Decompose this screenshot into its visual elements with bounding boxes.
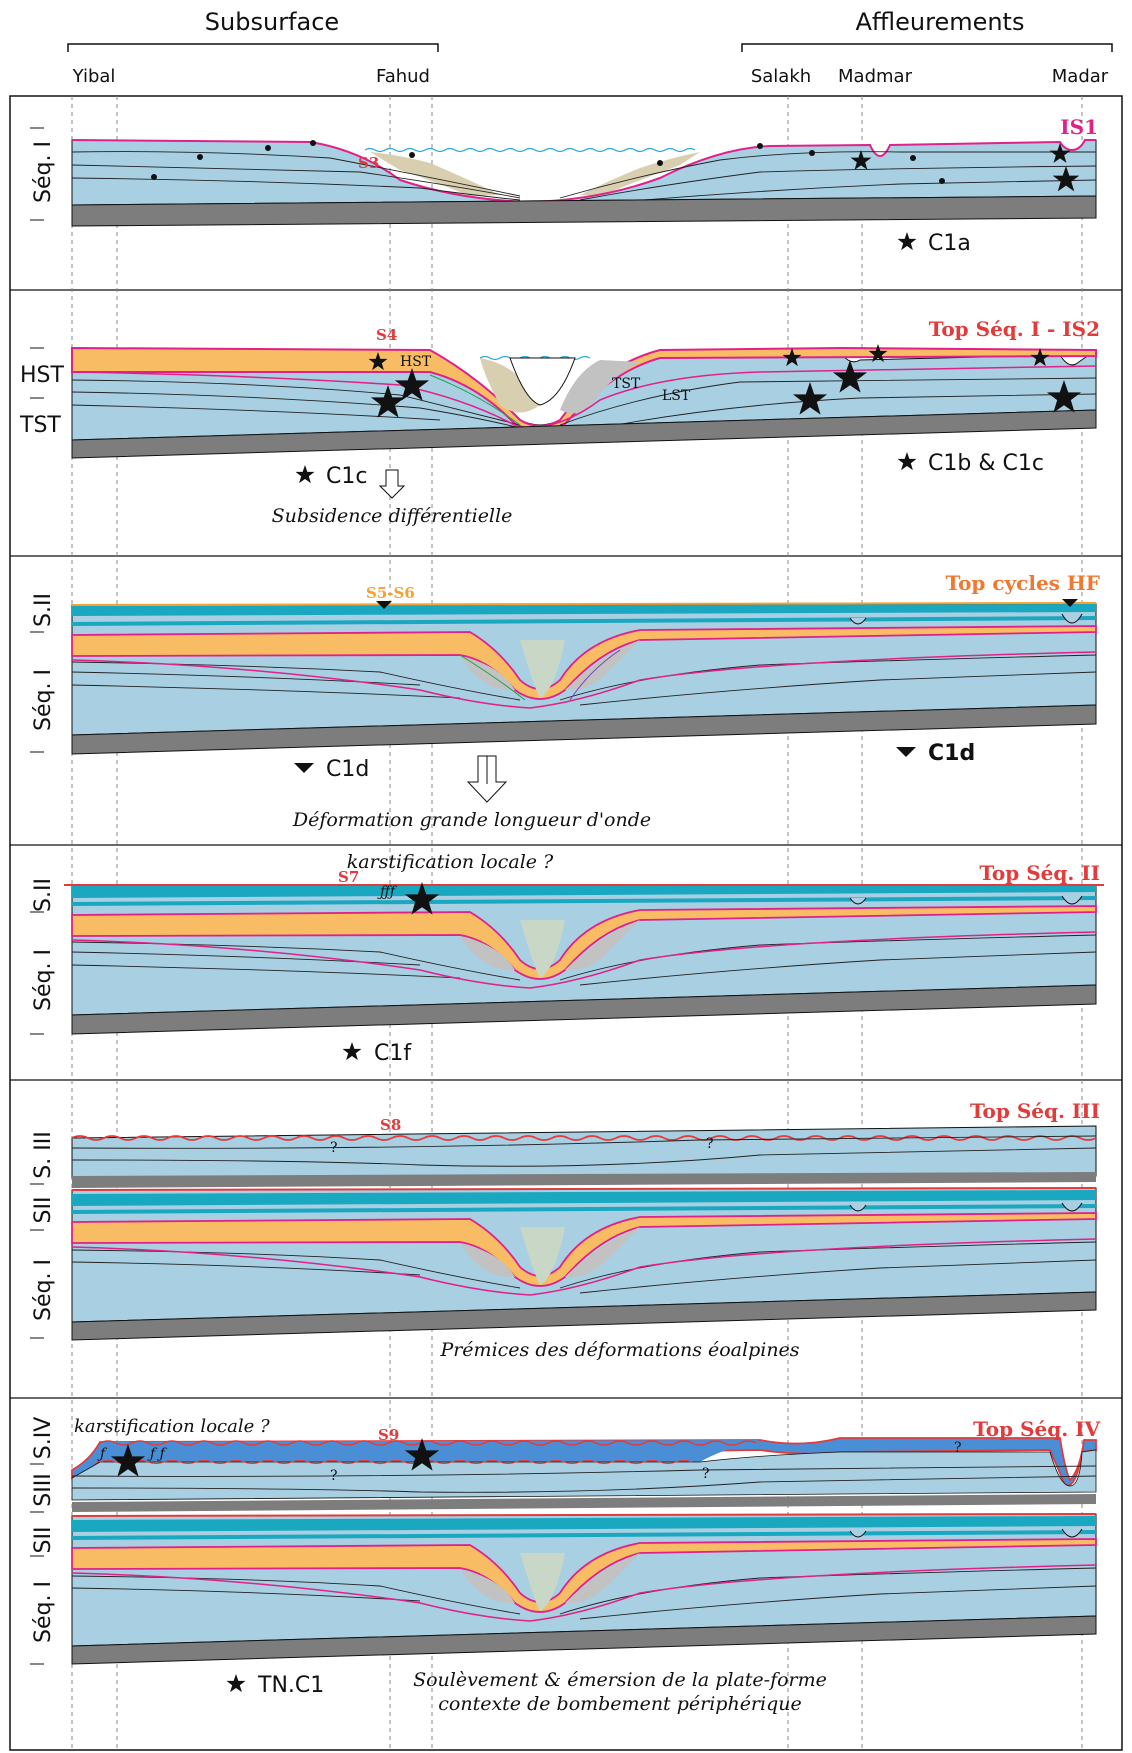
seq-ii-teal [72,896,1096,906]
basement [71,984,1097,1035]
platform-sediments [71,139,1097,206]
basement [71,1615,1097,1665]
surface-s9 [99,1440,757,1446]
panel-3: S5-S6 Top cycles HF S.II Séq. I C1d C1d … [30,571,1100,831]
outcrops-title: Affleurements [856,8,1025,36]
surface-label: S7 [338,868,359,886]
svg-text:?: ? [954,1440,962,1456]
inner-label-lst: LST [662,388,691,404]
surface-s3 [71,139,1096,204]
sequence-label-sii: SII [31,1527,56,1554]
caption-line-2: contexte de bombement périphérique [438,1693,802,1715]
caption: Prémices des déformations éoalpines [439,1339,799,1361]
karst-symbols: ƒ [97,1446,108,1462]
star-icon [295,465,315,484]
infill [520,640,565,698]
sequence-label-si: Séq. I [31,669,56,731]
outcrops-bracket [741,43,1113,52]
top-label: IS1 [1060,115,1098,139]
karst-symbols: ƒ ƒ [147,1446,168,1462]
svg-text:?: ? [702,1466,710,1482]
legend-c1f: C1f [374,1041,412,1066]
panel-5: ?? S8 Top Séq. III S. III SII Séq. I Pré… [30,1099,1100,1361]
karst-note: karstification locale ? [347,851,554,873]
caption: Déformation grande longueur d'onde [292,809,651,831]
star-icon [342,1042,362,1061]
panel-1: S3 IS1 Séq. I C1a [30,115,1098,256]
sequence-label-hst: HST [20,363,65,388]
legend-c1b-c1c: C1b & C1c [928,451,1044,476]
surface-label: S5-S6 [366,584,415,602]
top-label: Top Séq. III [970,1099,1100,1123]
panel-2: HST TST LST S4 Top Séq. I - IS2 HST TST … [19,317,1100,527]
sequence-label-sii: S.II [31,593,56,627]
surface-label: S9 [378,1426,399,1444]
legend-c1c: C1c [326,464,367,489]
sequence-label-si: Séq. I [31,1259,56,1321]
triangle-icon [294,763,314,773]
star-icon [897,232,917,251]
top-label: Top Séq. IV [973,1417,1100,1441]
sea-level [364,147,696,153]
top-label: Top Séq. II [979,861,1100,885]
legend-c1d-left: C1d [326,757,369,782]
location-madmar: Madmar [838,66,913,87]
panel-4: ƒƒƒ karstification locale ? S7 Top Séq. … [30,851,1104,1066]
sequence-label-siii: SIII [31,1473,56,1506]
legend-c1a: C1a [928,231,971,256]
surface-label: S4 [376,326,397,344]
top-label: Top Séq. I - IS2 [929,317,1100,341]
panel-6: ??? ƒ ƒ ƒ karstification locale ? S9 Top… [30,1416,1100,1715]
location-fahud: Fahud [376,66,430,87]
subsidence-arrow-icon [378,469,406,499]
sequence-label-siv: S.IV [31,1417,56,1460]
basement [71,195,1097,227]
caption: Subsidence différentielle [272,505,513,527]
legend-tnc1: TN.C1 [257,1673,324,1698]
seq-boundary-gray [72,1172,1096,1188]
svg-text:?: ? [706,1136,714,1152]
sequence-label-sii: S.II [31,878,56,912]
basement [71,1291,1097,1341]
sequence-label-si: Séq. I [31,1581,56,1643]
svg-text:?: ? [330,1468,338,1484]
star-icon [897,452,917,471]
karst-note: karstification locale ? [74,1416,270,1437]
sequence-label-tst: TST [19,413,61,438]
top-label: Top cycles HF [946,571,1101,595]
lowstand-wedge-right [580,152,700,196]
sequence-label: Séq. I [31,141,56,203]
subsurface-bracket [67,43,439,52]
diagram-frame [9,95,1123,1751]
karst-symbols: ƒƒƒ [377,884,398,900]
sequence-label-siii: S. III [31,1131,56,1178]
triangle-icon [896,747,916,757]
hst-orange [71,346,1097,431]
sequence-label-sii: SII [31,1197,56,1224]
location-yibal: Yibal [72,66,116,87]
header: Subsurface Affleurements Yibal Fahud Sal… [67,8,1113,87]
star-icon [226,1674,246,1693]
seq-ii-teal [72,616,1096,626]
basement [71,409,1097,459]
legend-c1d-right: C1d [928,741,975,766]
surface-s8 [71,1135,1097,1141]
subsurface-title: Subsurface [205,8,339,36]
surface-label: S3 [358,154,379,172]
seq-iii-blue [71,1125,1097,1179]
inner-label-tst: TST [612,376,641,392]
location-salakh: Salakh [751,66,811,87]
location-madar: Madar [1052,66,1109,87]
lowstand-wedge [560,360,640,414]
seq-ii-teal [72,885,1096,898]
basement [71,704,1097,755]
sequence-label-si: Séq. I [31,949,56,1011]
lowstand-wedge [480,358,540,413]
caption-line-1: Soulèvement & émersion de la plate-forme [413,1669,827,1691]
svg-text:?: ? [330,1140,338,1156]
inner-label-hst: HST [400,354,432,370]
seq-ii-teal [72,604,1096,616]
surface-label: S8 [380,1116,401,1134]
